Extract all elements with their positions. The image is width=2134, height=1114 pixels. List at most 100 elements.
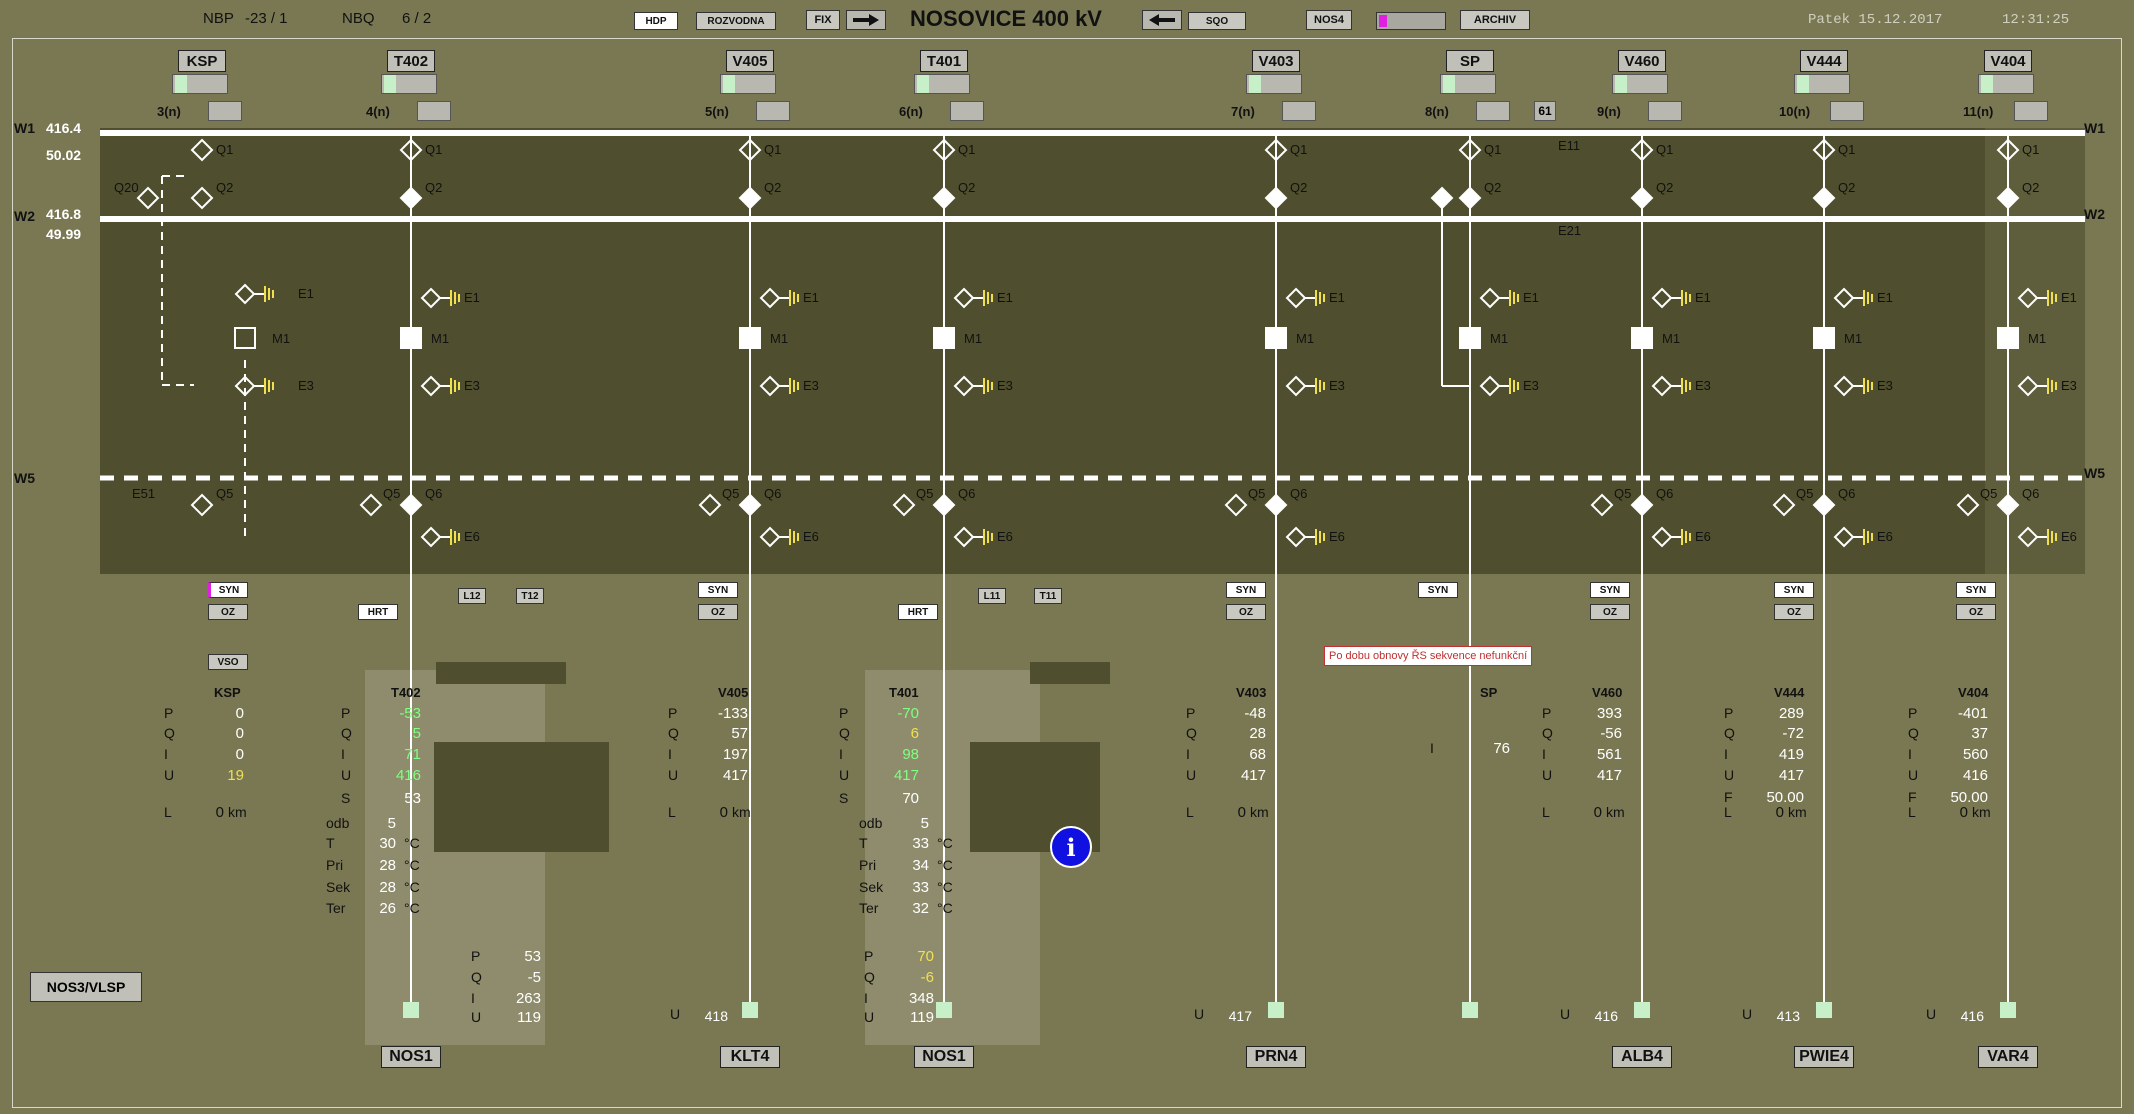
feeder-v404-button[interactable]: V404 — [1984, 50, 2032, 72]
syn-button-v460[interactable]: SYN — [1590, 582, 1630, 598]
e6-label: E6 — [803, 529, 819, 544]
w1-right-label: W1 — [2084, 120, 2105, 136]
feeder-v444-button[interactable]: V444 — [1800, 50, 1848, 72]
hrt-button-t401[interactable]: HRT — [898, 604, 938, 620]
e6-earth — [1833, 526, 1855, 548]
arrow-right-button[interactable] — [846, 10, 886, 30]
t12-label: T12 — [516, 588, 544, 604]
e1-earth — [1285, 287, 1307, 309]
meas-value-v444-l: 0 — [1775, 804, 1784, 821]
meas-value-v403-u: 417 — [1240, 767, 1266, 784]
q5-disconnector — [1224, 493, 1248, 517]
date-display: Patek 15.12.2017 — [1808, 12, 1943, 28]
syn-button-v405[interactable]: SYN — [698, 582, 738, 598]
rozvodna-button[interactable]: ROZVODNA — [696, 12, 776, 30]
terminal-box — [742, 1002, 758, 1018]
bottom-station-prn4-button[interactable]: PRN4 — [1246, 1046, 1306, 1068]
oz-button-v404[interactable]: OZ — [1956, 604, 1996, 620]
feeder-sp-button[interactable]: SP — [1446, 50, 1494, 72]
e3-label: E3 — [1523, 378, 1539, 393]
terminal-box — [1268, 1002, 1284, 1018]
sqo-button[interactable]: SQO — [1188, 12, 1246, 30]
e3-earth — [1833, 375, 1855, 397]
oz-button-v403[interactable]: OZ — [1226, 604, 1266, 620]
meas-value-nos1b-u: 119 — [910, 1009, 934, 1026]
e3-label: E3 — [2061, 378, 2077, 393]
vso-button[interactable]: VSO — [208, 654, 248, 670]
meas-value-v460-u: 417 — [1596, 767, 1622, 784]
meas-label-l: L — [1908, 804, 1916, 820]
meas-label-p: P — [1542, 705, 1552, 721]
w5-right-label: W5 — [2084, 465, 2105, 481]
oz-button-ksp[interactable]: OZ — [208, 604, 248, 620]
q6-label: Q6 — [1290, 486, 1307, 501]
bottom-station-nos1-button[interactable]: NOS1 — [914, 1046, 974, 1068]
l11-label: L11 — [978, 588, 1006, 604]
hdp-button[interactable]: HDP — [634, 12, 678, 30]
meas-label-i: I — [839, 746, 843, 762]
q2-label: Q2 — [958, 180, 975, 195]
meas-label-u: U — [471, 1009, 482, 1025]
syn-button-v404[interactable]: SYN — [1956, 582, 1996, 598]
arrow-left-button[interactable] — [1142, 10, 1182, 30]
unit-celsius: °C — [937, 879, 953, 895]
q5-disconnector — [359, 493, 383, 517]
w1-voltage: 416.4 — [46, 120, 82, 136]
unit-celsius: °C — [404, 900, 420, 916]
feeder-status — [1612, 74, 1668, 94]
nos4-button[interactable]: NOS4 — [1306, 10, 1352, 30]
oz-button-v460[interactable]: OZ — [1590, 604, 1630, 620]
feeder-status-2 — [417, 101, 451, 121]
m1-breaker — [739, 327, 761, 349]
w1-frequency: 50.02 — [46, 147, 82, 163]
meas-label-u: U — [1908, 767, 1919, 783]
e3-earth — [1479, 375, 1501, 397]
q5-label: Q5 — [216, 486, 233, 501]
w2-right-label: W2 — [2084, 206, 2105, 222]
syn-button-sp[interactable]: SYN — [1418, 582, 1458, 598]
q6-disconnector — [1264, 493, 1288, 517]
feeder-number: 4(n) — [366, 103, 390, 119]
feeder-status-2 — [756, 101, 790, 121]
hrt-button-t402[interactable]: HRT — [358, 604, 398, 620]
bottom-station-alb4-button[interactable]: ALB4 — [1612, 1046, 1672, 1068]
unit-km: km — [1606, 804, 1625, 820]
feeder-v405-button[interactable]: V405 — [726, 50, 774, 72]
syn-button-ksp[interactable]: SYN — [208, 582, 248, 598]
e1-earth — [1833, 287, 1855, 309]
l12-label: L12 — [458, 588, 486, 604]
fix-button[interactable]: FIX — [806, 10, 840, 30]
e1-label: E1 — [2061, 290, 2077, 305]
meas-label-pri: Pri — [859, 857, 877, 873]
nos3-vlsp-button[interactable]: NOS3/VLSP — [30, 972, 142, 1002]
meas-value-ksp-p: 0 — [235, 705, 244, 722]
feeder-v460-button[interactable]: V460 — [1618, 50, 1666, 72]
meas-title-v403: V403 — [1236, 685, 1267, 700]
syn-button-v403[interactable]: SYN — [1226, 582, 1266, 598]
m1-label: M1 — [1490, 331, 1508, 346]
oz-button-v444[interactable]: OZ — [1774, 604, 1814, 620]
nbq-value: 6 / 2 — [402, 10, 432, 27]
feeder-v403-button[interactable]: V403 — [1252, 50, 1300, 72]
q20-disconnector — [136, 186, 160, 210]
meas-title-v404: V404 — [1958, 685, 1989, 700]
oz-button-v405[interactable]: OZ — [698, 604, 738, 620]
info-icon[interactable]: i — [1050, 826, 1092, 868]
feeder-t401-button[interactable]: T401 — [920, 50, 968, 72]
station-title: NOSOVICE 400 kV — [910, 6, 1102, 31]
q6-disconnector — [932, 493, 956, 517]
bottom-station-klt4-button[interactable]: KLT4 — [720, 1046, 780, 1068]
q2-label: Q2 — [1838, 180, 1855, 195]
meas-label-u: U — [341, 767, 352, 783]
archiv-button[interactable]: ARCHIV — [1460, 10, 1530, 30]
w1-label: W1 — [14, 120, 35, 136]
q5-disconnector — [1590, 493, 1614, 517]
syn-button-v444[interactable]: SYN — [1774, 582, 1814, 598]
bottom-station-nos1-button[interactable]: NOS1 — [381, 1046, 441, 1068]
m1-breaker — [400, 327, 422, 349]
bottom-station-var4-button[interactable]: VAR4 — [1978, 1046, 2038, 1068]
feeder-t402-button[interactable]: T402 — [387, 50, 435, 72]
meas-title-t402: T402 — [391, 685, 421, 700]
bottom-station-pwie4-button[interactable]: PWIE4 — [1794, 1046, 1854, 1068]
feeder-ksp-button[interactable]: KSP — [178, 50, 226, 72]
